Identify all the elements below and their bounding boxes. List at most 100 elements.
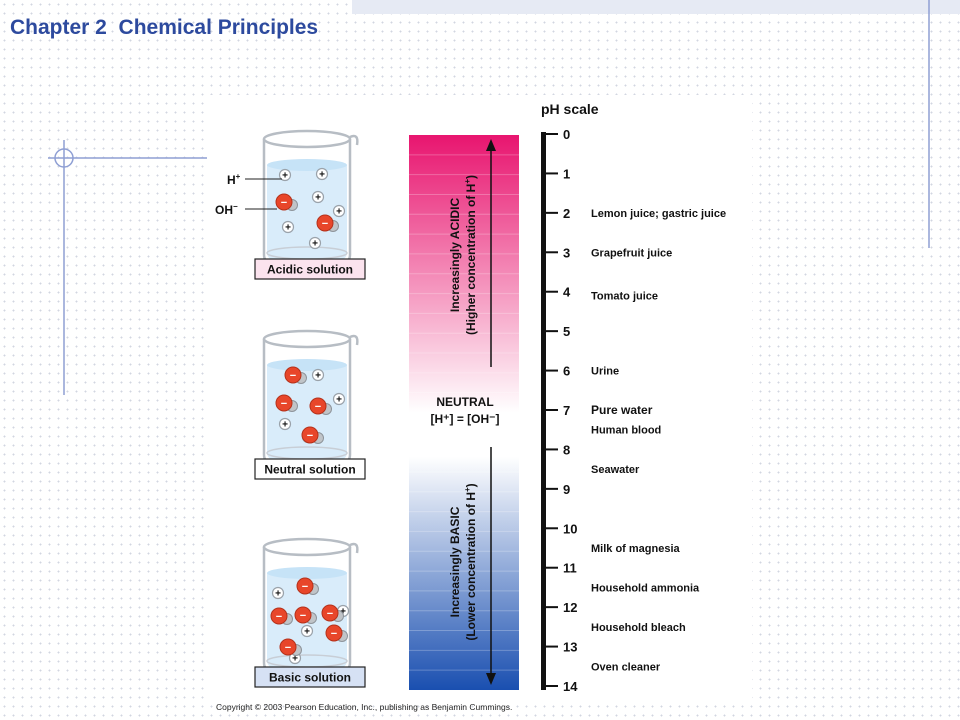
h-plus-label: H+ <box>227 172 241 187</box>
acidic-line2: (Higher concentration of H+) <box>463 175 478 335</box>
svg-text:+: + <box>315 193 321 204</box>
ph-tick-label: 4 <box>563 285 571 300</box>
svg-text:+: + <box>285 223 291 234</box>
svg-text:−: − <box>302 581 308 593</box>
ph-tick-label: 10 <box>563 521 577 536</box>
basic-line2: (Lower concentration of H+) <box>463 483 478 640</box>
solution-label-box <box>254 458 366 480</box>
oh-minus-ion: − <box>321 604 344 622</box>
ph-figure-svg: ++++++−−Acidic solution++++−−−−Neutral s… <box>215 101 726 694</box>
svg-text:+: + <box>282 420 288 431</box>
svg-text:−: − <box>276 611 282 623</box>
ph-tick-label: 3 <box>563 245 570 260</box>
ph-example-label: Oven cleaner <box>591 661 661 673</box>
beaker-water <box>267 365 347 465</box>
beaker-acidic: ++++++−−Acidic solution <box>254 129 366 280</box>
oh-minus-ion: − <box>309 397 332 415</box>
ph-tick-label: 7 <box>563 403 570 418</box>
ph-tick-label: 0 <box>563 127 570 142</box>
h-plus-ion: + <box>271 586 285 600</box>
ph-example-label: Human blood <box>591 425 661 437</box>
ph-gradient-bar <box>409 135 519 690</box>
basic-arrow-head <box>486 673 496 685</box>
ph-example-label: Lemon juice; gastric juice <box>591 208 726 220</box>
svg-text:−: − <box>307 430 313 442</box>
neutral-label: NEUTRAL <box>436 395 493 409</box>
h-plus-ion: + <box>278 417 292 431</box>
water-surface <box>267 359 347 371</box>
svg-text:+: + <box>340 607 346 618</box>
ph-tick-label: 2 <box>563 206 570 221</box>
svg-text:−: − <box>285 642 291 654</box>
copyright-notice: Copyright © 2003 Pearson Education, Inc.… <box>216 702 513 712</box>
h-plus-ion: + <box>311 368 325 382</box>
h-plus-ion: + <box>300 624 314 638</box>
oh-minus-ion: − <box>284 366 307 384</box>
svg-text:−: − <box>331 628 337 640</box>
svg-text:+: + <box>292 654 298 665</box>
oh-minus-ion: − <box>270 607 293 625</box>
h-plus-ion: + <box>278 168 292 182</box>
beaker-neutral: ++++−−−−Neutral solution <box>254 329 366 480</box>
ph-tick-label: 5 <box>563 324 570 339</box>
header-band <box>352 0 960 14</box>
ph-scale-axis <box>541 132 546 690</box>
oh-minus-ion: − <box>296 577 319 595</box>
svg-text:−: − <box>315 401 321 413</box>
svg-text:+: + <box>319 170 325 181</box>
beaker-rim <box>262 537 352 557</box>
ph-example-label: Household ammonia <box>591 582 700 594</box>
ph-tick-label: 8 <box>563 442 570 457</box>
ph-tick-label: 9 <box>563 482 570 497</box>
ph-tick-label: 13 <box>563 640 577 655</box>
solution-label: Basic solution <box>269 671 351 685</box>
acidic-annotation: Increasingly ACIDIC (Higher concentratio… <box>448 175 478 335</box>
svg-text:+: + <box>312 239 318 250</box>
basic-line1: Increasingly BASIC <box>448 506 462 617</box>
basic-annotation: Increasingly BASIC (Lower concentration … <box>448 483 478 640</box>
oh-minus-ion: − <box>301 426 324 444</box>
solution-label-box <box>254 258 366 280</box>
h-plus-ion: + <box>311 190 325 204</box>
solution-label: Acidic solution <box>267 263 353 277</box>
svg-text:+: + <box>275 589 281 600</box>
ph-example-label: Urine <box>591 366 619 378</box>
oh-minus-label: OH− <box>215 202 238 217</box>
oh-minus-ion: − <box>275 193 298 211</box>
svg-text:−: − <box>281 398 287 410</box>
oh-minus-ion: − <box>279 638 302 656</box>
h-plus-ion: + <box>281 220 295 234</box>
svg-text:−: − <box>300 610 306 622</box>
beakers-panel: ++++++−−Acidic solution++++−−−−Neutral s… <box>254 129 366 688</box>
ph-example-label: Pure water <box>591 403 653 417</box>
water-surface <box>267 159 347 171</box>
ph-tick-label: 11 <box>563 561 577 576</box>
ph-tick-label: 14 <box>563 679 578 694</box>
svg-text:−: − <box>281 197 287 209</box>
h-plus-ion: + <box>315 167 329 181</box>
beaker-spout <box>349 134 359 146</box>
svg-text:−: − <box>322 218 328 230</box>
ph-scale-title: pH scale <box>541 101 599 117</box>
beaker-rim <box>262 329 352 349</box>
h-plus-ion: + <box>308 236 322 250</box>
ph-tick-label: 1 <box>563 166 570 181</box>
acidic-line1: Increasingly ACIDIC <box>448 198 462 313</box>
solution-label: Neutral solution <box>264 463 355 477</box>
ph-example-label: Tomato juice <box>591 291 658 303</box>
ph-example-label: Household bleach <box>591 622 686 634</box>
svg-text:−: − <box>327 608 333 620</box>
neutral-equation: [H⁺] = [OH⁻] <box>431 412 500 426</box>
beaker-water <box>267 165 347 265</box>
rule-circle <box>54 148 74 168</box>
oh-minus-ion: − <box>294 606 317 624</box>
svg-text:+: + <box>304 627 310 638</box>
svg-text:+: + <box>315 371 321 382</box>
beaker-spout <box>349 334 359 346</box>
oh-minus-ion: − <box>275 394 298 412</box>
h-plus-ion: + <box>332 204 346 218</box>
ph-tick-label: 12 <box>563 600 577 615</box>
gradient-band-lines <box>409 154 519 671</box>
